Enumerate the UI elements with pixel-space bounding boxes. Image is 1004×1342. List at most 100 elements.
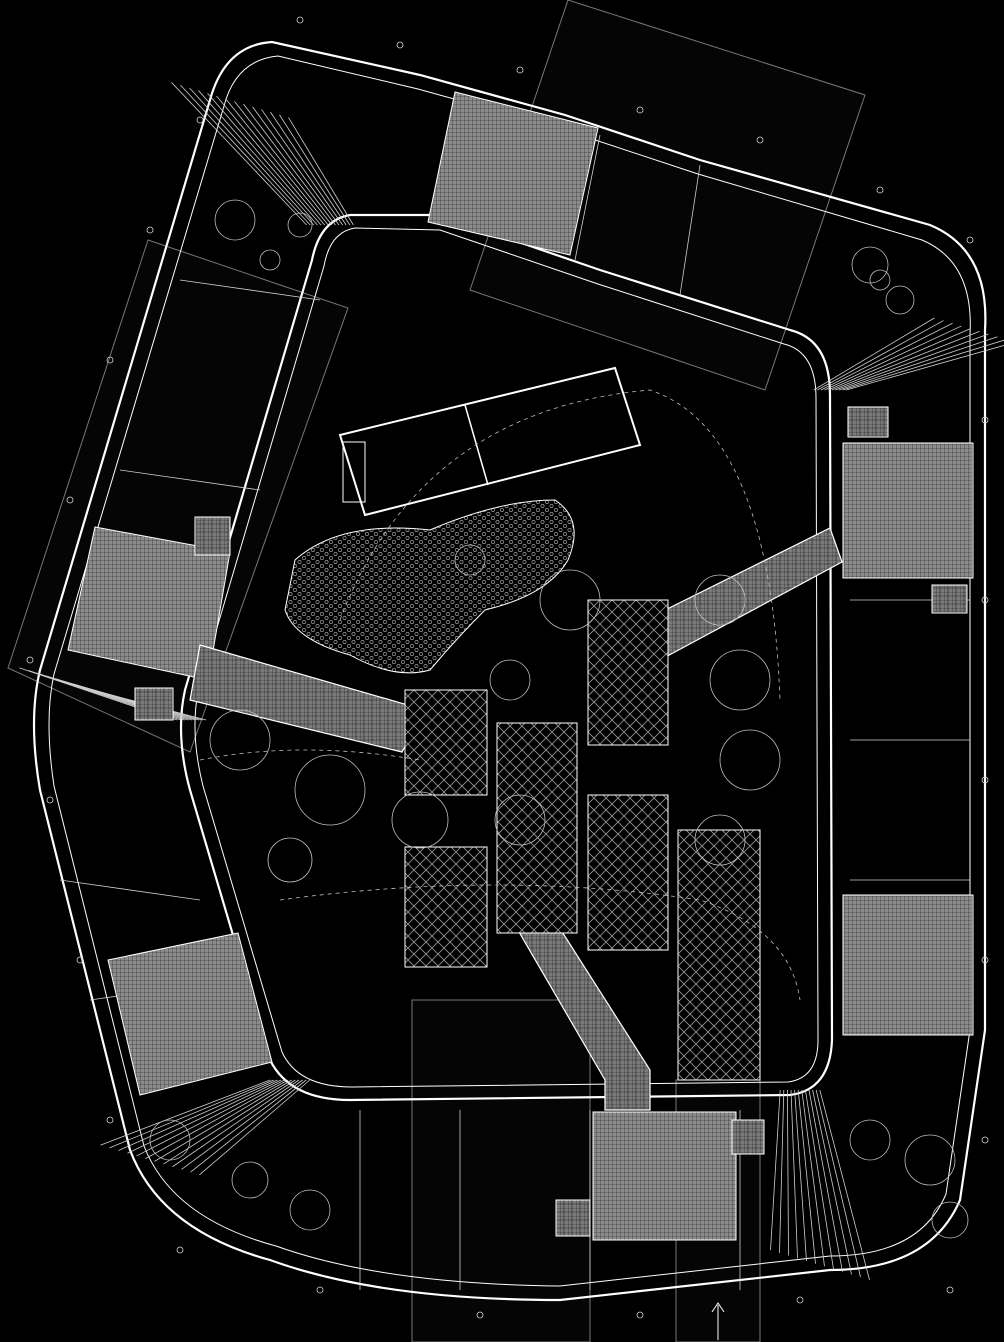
partition-line	[181, 1079, 303, 1170]
partition-line	[679, 164, 701, 296]
courtyard-pavilion	[338, 366, 642, 517]
grid-marker	[146, 226, 154, 234]
partition-line	[261, 109, 343, 226]
grid-marker	[26, 656, 34, 664]
partition-line	[817, 320, 944, 391]
tree-circle	[287, 212, 313, 238]
partition-line	[59, 879, 201, 901]
grid-marker	[981, 776, 989, 784]
tree-circle	[259, 249, 281, 271]
tree-circle	[209, 709, 271, 771]
tree-circle	[869, 269, 891, 291]
grid-marker	[46, 796, 54, 804]
tree-circle	[719, 729, 781, 791]
partition-line	[794, 1089, 807, 1261]
partition-line	[189, 87, 315, 226]
partition-line	[820, 322, 953, 391]
grid-marker	[106, 1116, 114, 1124]
partition-line	[171, 82, 307, 226]
tree-circle	[494, 794, 546, 846]
grid-marker	[106, 356, 114, 364]
grid-marker	[981, 1136, 989, 1144]
partition-line	[109, 1079, 274, 1149]
grid-marker	[516, 66, 524, 74]
tree-circle	[851, 246, 889, 284]
tree-circle	[539, 569, 601, 631]
building-ring	[32, 40, 987, 1302]
grid-marker	[396, 41, 404, 49]
partition-line	[279, 114, 351, 226]
grid-marker	[981, 416, 989, 424]
partition-line	[819, 1089, 870, 1280]
grid-marker	[316, 1286, 324, 1294]
tree-circle	[694, 574, 746, 626]
grid-marker	[296, 16, 304, 24]
partition-line	[172, 1079, 300, 1168]
tree-circle	[885, 285, 915, 315]
partition-line	[180, 84, 311, 226]
partition-line	[831, 330, 980, 391]
partition-line	[136, 1079, 285, 1157]
grid-marker	[981, 956, 989, 964]
grid-marker	[636, 106, 644, 114]
partition-line	[118, 1079, 278, 1151]
grid-marker	[946, 1286, 954, 1294]
partition-line	[835, 333, 989, 391]
partition-line	[846, 344, 1004, 391]
partition-line	[770, 1089, 781, 1251]
partition-line	[801, 1089, 825, 1267]
entry-arrow	[711, 1302, 725, 1340]
tree-circle	[904, 1134, 956, 1186]
partition-line	[145, 1079, 289, 1160]
partition-line	[198, 90, 318, 226]
partition-line	[797, 1089, 816, 1264]
terraces	[67, 91, 974, 1241]
grid-markers	[26, 16, 989, 1319]
room-partitions	[19, 82, 1004, 1290]
play-area	[284, 499, 575, 674]
partition-line	[790, 1089, 798, 1259]
partition-line	[815, 1089, 861, 1278]
grid-marker	[66, 496, 74, 504]
grid-marker	[196, 116, 204, 124]
partition-line	[243, 103, 336, 226]
partition-line	[127, 1079, 282, 1154]
grid-marker	[981, 596, 989, 604]
tree-circle	[149, 1119, 191, 1161]
partition-line	[252, 106, 340, 226]
partition-line	[234, 101, 333, 226]
partition-line	[805, 1089, 834, 1270]
partition-line	[779, 1089, 785, 1253]
partition-line	[163, 1079, 296, 1165]
garden-plots	[404, 599, 761, 1081]
partition-line	[154, 1079, 293, 1162]
partition-line	[100, 1079, 271, 1146]
tree-circle	[709, 649, 771, 711]
grid-marker	[76, 956, 84, 964]
grid-marker	[176, 1246, 184, 1254]
partition-line	[812, 1089, 852, 1275]
dashed-path	[279, 884, 801, 1001]
dashed-path	[339, 389, 781, 701]
grid-marker	[756, 136, 764, 144]
tree-circle	[289, 1189, 331, 1231]
partition-line	[119, 469, 261, 491]
tree-circle	[294, 754, 366, 826]
tree-circle	[231, 1161, 269, 1199]
partition-line	[190, 1079, 307, 1173]
partition-line	[842, 339, 1004, 391]
partition-line	[824, 325, 962, 391]
tree-circle	[214, 199, 256, 241]
partition-line	[574, 134, 601, 261]
partition-line	[225, 98, 329, 226]
bridges	[189, 527, 843, 1111]
landscape	[149, 199, 969, 1239]
partition-line	[216, 95, 325, 226]
tree-circle	[694, 814, 746, 866]
tree-circle	[849, 1119, 891, 1161]
partition-line	[199, 1079, 311, 1176]
grid-marker	[796, 1296, 804, 1304]
tree-circle	[267, 837, 313, 883]
partition-line	[288, 117, 354, 226]
